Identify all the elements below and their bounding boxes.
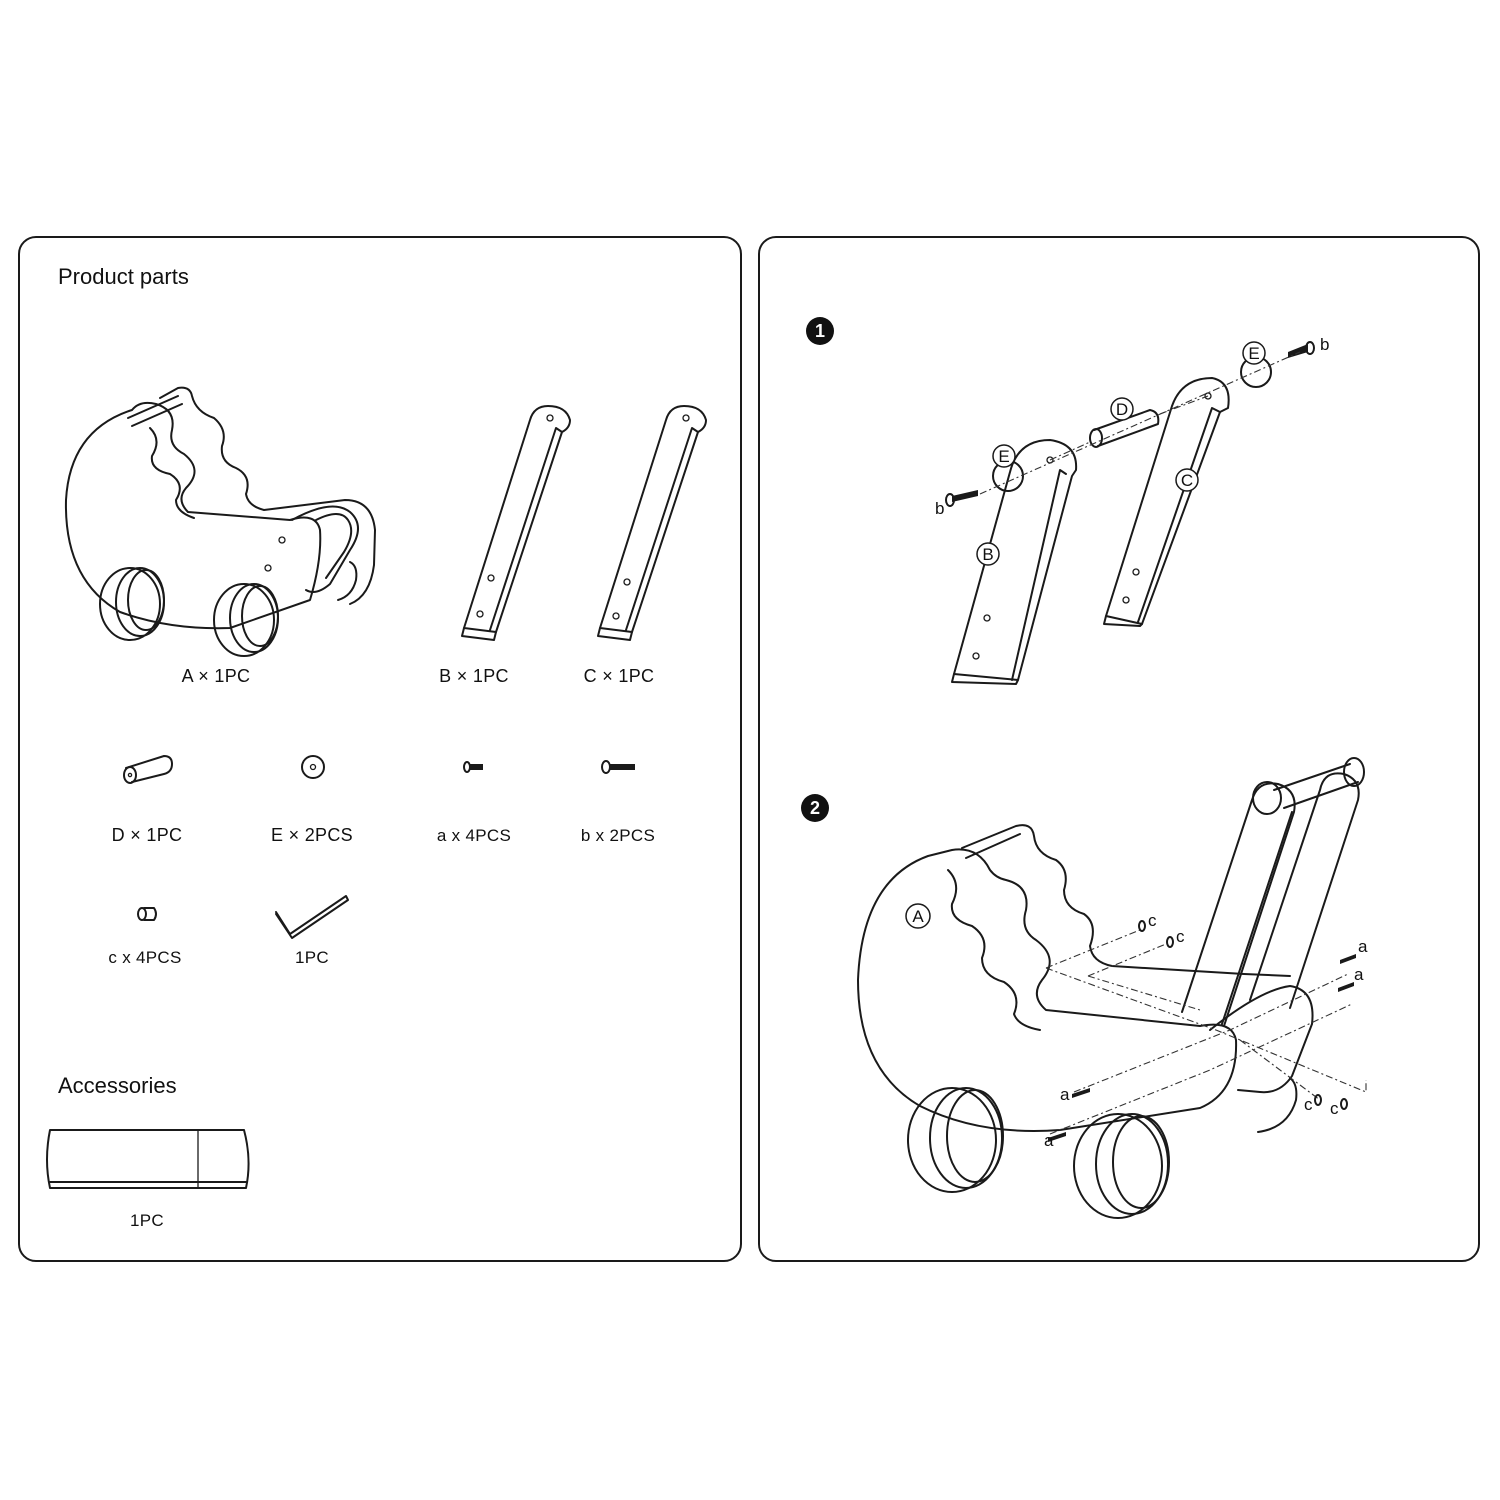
step1-badge: 1 (806, 317, 834, 345)
cap-c-label: c x 4PCS (108, 948, 182, 967)
step2-badge: 2 (801, 794, 829, 822)
part-d-label: D × 1PC (111, 825, 183, 845)
part-c-label: C × 1PC (583, 666, 655, 686)
part-b-label: B × 1PC (439, 666, 509, 686)
wrench-label: 1PC (295, 948, 329, 967)
product-parts-title: Product parts (58, 264, 189, 289)
screw-a-label: a x 4PCS (436, 826, 512, 845)
part-e-label: E × 2PCS (271, 825, 353, 845)
product-parts-panel (18, 236, 742, 1262)
accessory-label: 1PC (130, 1211, 164, 1230)
assembly-steps-panel (758, 236, 1480, 1262)
screw-b-label: b x 2PCS (580, 826, 656, 845)
accessories-title: Accessories (58, 1073, 177, 1098)
part-a-label: A × 1PC (181, 666, 251, 686)
